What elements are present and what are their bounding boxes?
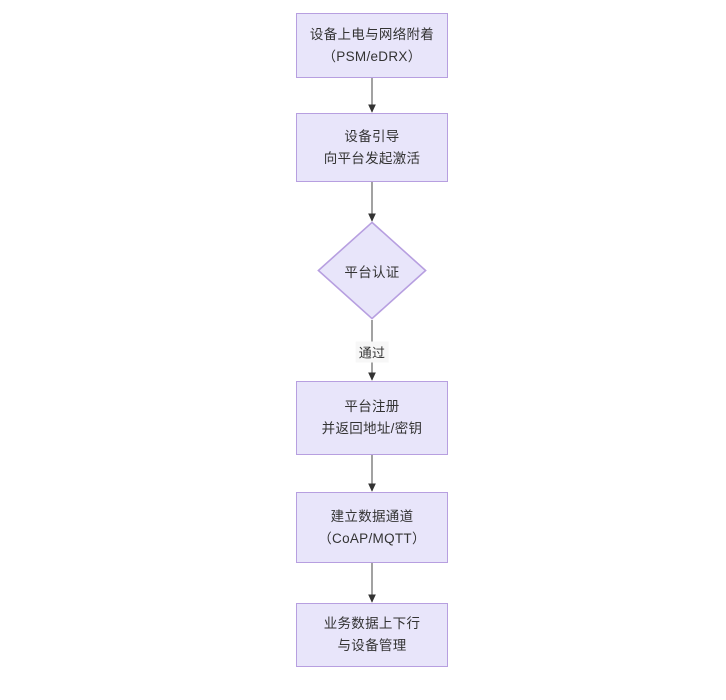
flow-node-platform-auth-label: 平台认证: [344, 264, 400, 280]
flow-node-device-bootstrap-line-2: 向平台发起激活: [323, 150, 421, 166]
flow-node-data-channel[interactable]: 建立数据通道 （CoAP/MQTT）: [296, 492, 448, 563]
flow-node-device-bootstrap-line-1: 设备引导: [344, 128, 400, 144]
diamond-shape: [317, 221, 427, 320]
flow-node-platform-register-line-1: 平台注册: [344, 399, 400, 415]
flow-node-business-data-line-1: 业务数据上下行: [323, 616, 421, 632]
flow-node-device-bootstrap[interactable]: 设备引导 向平台发起激活: [296, 113, 448, 182]
flow-node-platform-auth[interactable]: 平台认证: [317, 221, 427, 320]
flow-node-power-on-attach-line-2: （PSM/eDRX）: [322, 48, 422, 64]
flow-node-business-data-line-2: 与设备管理: [337, 638, 407, 653]
flow-node-data-channel-line-2: （CoAP/MQTT）: [318, 530, 426, 546]
flow-node-platform-register-line-2: 并返回地址/密钥: [321, 421, 423, 436]
edge-label-pass: 通过: [355, 341, 389, 363]
flow-node-power-on-attach-line-1: 设备上电与网络附着: [309, 26, 435, 42]
flow-node-data-channel-line-1: 建立数据通道: [330, 508, 414, 524]
flow-node-business-data[interactable]: 业务数据上下行 与设备管理: [296, 603, 448, 667]
flow-node-power-on-attach[interactable]: 设备上电与网络附着 （PSM/eDRX）: [296, 13, 448, 78]
flow-node-platform-register[interactable]: 平台注册 并返回地址/密钥: [296, 381, 448, 455]
